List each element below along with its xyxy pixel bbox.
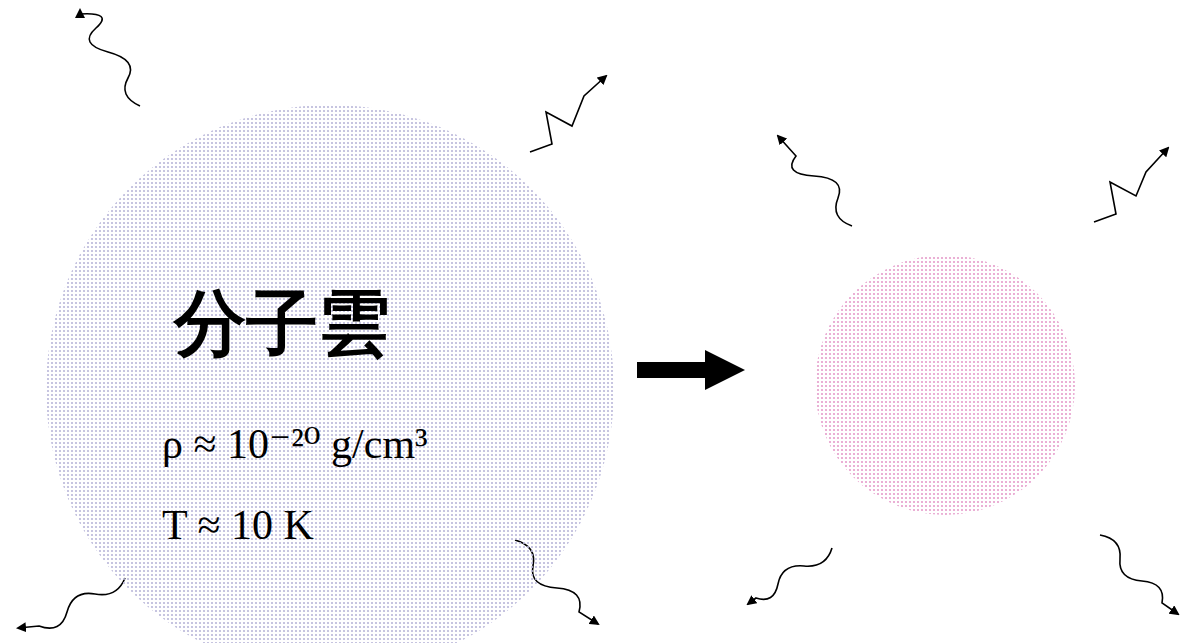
wave-arrow bbox=[80, 10, 140, 106]
molecular-cloud: 分子雲 ρ ≈ 10⁻²⁰ g/cm³ T ≈ 10 K bbox=[46, 105, 614, 643]
arrow-head bbox=[705, 350, 745, 390]
density-label: ρ ≈ 10⁻²⁰ g/cm³ bbox=[162, 419, 428, 469]
wave-arrow bbox=[18, 578, 125, 628]
cloud-name: 分子雲 bbox=[174, 281, 390, 367]
contracted-cloud bbox=[815, 255, 1075, 515]
wave-arrow bbox=[530, 76, 606, 152]
wave-arrow bbox=[1100, 535, 1178, 614]
wave-arrow bbox=[778, 136, 852, 226]
arrow-shaft bbox=[637, 362, 707, 378]
temperature-label: T ≈ 10 K bbox=[162, 500, 314, 550]
cloud-fill bbox=[46, 105, 614, 643]
transition-arrow bbox=[637, 350, 745, 390]
wave-arrow bbox=[748, 548, 832, 604]
cloud-outline bbox=[46, 105, 614, 643]
wave-arrow bbox=[1094, 148, 1168, 222]
